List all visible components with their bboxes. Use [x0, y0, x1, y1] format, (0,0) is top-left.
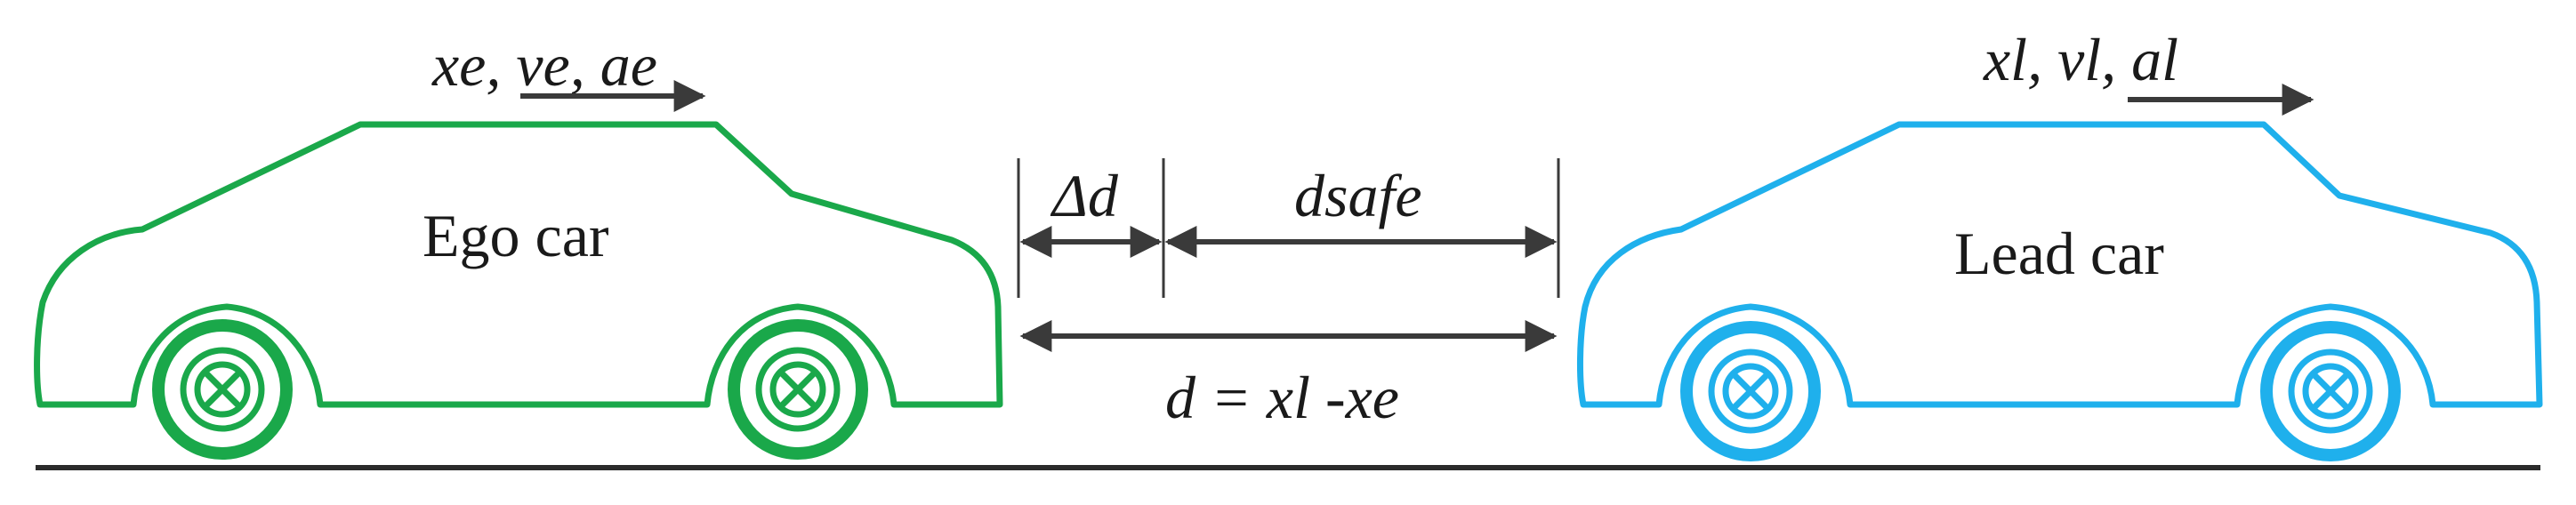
lead-car-label: Lead car: [1954, 220, 2164, 287]
lead-car-body: [1576, 121, 2543, 408]
gap-reference-lines: [1017, 158, 1560, 298]
ego-state-label: xe, ve, ae: [431, 31, 657, 99]
ego-car: [34, 121, 1003, 460]
distance-label: d = xl -xe: [1165, 364, 1399, 431]
delta-d-label: Δd: [1050, 162, 1119, 229]
ego-rear-wheel: [152, 319, 293, 460]
ego-car-body: [34, 121, 1003, 408]
lead-rear-wheel: [1680, 321, 1821, 461]
ego-car-label: Ego car: [423, 202, 609, 269]
lead-front-wheel: [2260, 321, 2401, 461]
lead-state-label: xl, vl, al: [1983, 26, 2178, 93]
ego-front-wheel: [728, 319, 868, 460]
dsafe-label: dsafe: [1294, 162, 1422, 229]
lead-car: [1576, 121, 2543, 461]
